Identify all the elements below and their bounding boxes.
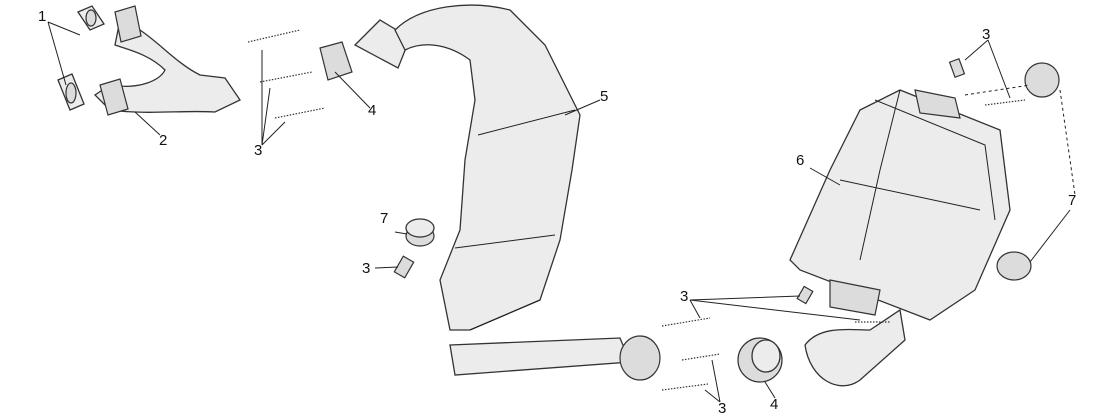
callout-3: 3 [254, 142, 263, 159]
callout-2: 2 [159, 132, 168, 149]
tail-pipe [449, 337, 631, 376]
seal-lower-inner [751, 339, 781, 373]
spring-small [796, 285, 814, 305]
callout-7: 7 [380, 210, 389, 227]
muffler-bracket-top [914, 89, 961, 119]
callout-6: 6 [796, 152, 805, 169]
seal-upper [319, 41, 353, 81]
callout-5: 5 [600, 88, 609, 105]
spring-small [948, 58, 966, 78]
spring [274, 107, 326, 119]
spring [661, 383, 709, 391]
callout-3: 3 [982, 26, 991, 43]
gasket-upper [77, 5, 105, 31]
leader-lines [47, 21, 1076, 403]
callout-3: 3 [362, 260, 371, 277]
spring [681, 353, 721, 361]
callout-3: 3 [680, 288, 689, 305]
muffler-panels [839, 89, 996, 261]
header-flange-lower [99, 78, 129, 116]
gasket-lower [57, 73, 85, 111]
callout-4: 4 [368, 102, 377, 119]
spring [247, 29, 301, 43]
silencer-inlet-pipe [804, 308, 906, 387]
expansion-chamber [394, 4, 581, 331]
rubber-grommet [405, 218, 435, 247]
pipe-outlet-ring [619, 335, 661, 381]
spring [661, 317, 711, 327]
rubber-grommet [996, 251, 1032, 281]
header-flange-upper [114, 5, 142, 43]
callout-7: 7 [1068, 192, 1077, 209]
callout-3: 3 [718, 400, 727, 417]
spring [259, 71, 313, 83]
muffler-bracket-bottom [829, 279, 881, 316]
callout-4: 4 [770, 396, 779, 413]
spring-small [393, 255, 415, 279]
chamber-seams [454, 109, 576, 331]
rubber-grommet [1024, 62, 1060, 98]
spring [984, 99, 1026, 106]
callout-1: 1 [38, 8, 47, 25]
header-y-pipe [93, 19, 241, 113]
muffler [789, 89, 1011, 321]
